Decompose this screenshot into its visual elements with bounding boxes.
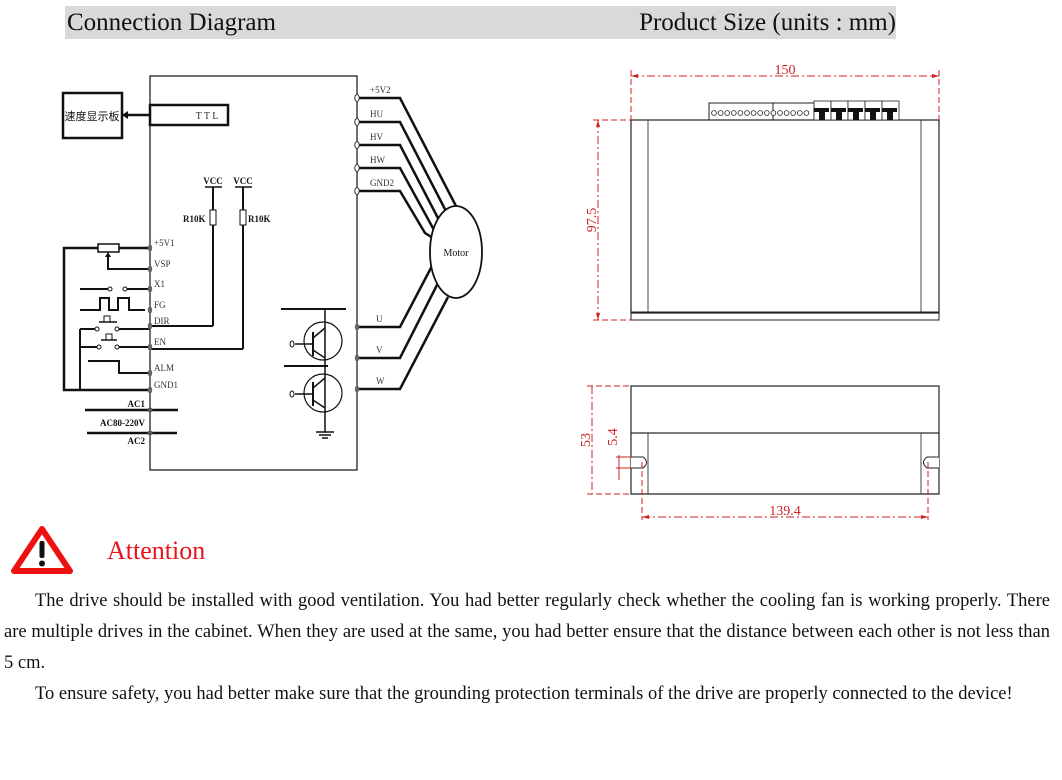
- r10k-label-1: R10K: [183, 214, 206, 224]
- ac2-label: AC2: [128, 436, 146, 446]
- terminal-label-hw: HW: [370, 155, 385, 165]
- vcc-label-1: VCC: [203, 176, 223, 186]
- terminal-label-dir: DIR: [154, 316, 170, 326]
- terminal-label-5v1: +5V1: [154, 238, 175, 248]
- potentiometer: [97, 243, 120, 253]
- terminal-dot: [147, 322, 153, 330]
- r10k-label-2: R10K: [248, 214, 271, 224]
- terminal-label-en: EN: [154, 337, 166, 347]
- terminal-label-u: U: [376, 314, 383, 324]
- product-size-title: Product Size (units : mm): [639, 9, 896, 36]
- motor-label: Motor: [444, 248, 470, 259]
- arrow-icon: [122, 111, 128, 119]
- connector-pin: [717, 110, 724, 116]
- grounding-paragraph: To ensure safety, you had better make su…: [35, 684, 1013, 704]
- ttl-box: [148, 103, 230, 127]
- ac1-label: AC1: [128, 399, 146, 409]
- terminal-block: [708, 100, 900, 121]
- terminal-label-gnd1: GND1: [154, 380, 178, 390]
- resistor-1: [209, 209, 217, 226]
- connector-pin: [750, 110, 757, 116]
- terminal-dot: [147, 265, 153, 273]
- connector-pin: [790, 110, 796, 116]
- connection-diagram: 速度显示板 T T L VCC VCC R10K R10K: [61, 75, 483, 471]
- motor-icon: [429, 205, 483, 299]
- terminal-label-v: V: [376, 345, 383, 355]
- resistor-2: [239, 209, 247, 226]
- warning-icon: [11, 526, 73, 574]
- connector-pin: [737, 110, 744, 116]
- ground-icon: [316, 431, 334, 439]
- connector-pin: [796, 110, 803, 116]
- terminal-dot: [147, 244, 153, 252]
- connector-pin: [744, 110, 750, 116]
- connector-pin: [724, 110, 730, 116]
- terminal-label-x1: X1: [154, 279, 165, 289]
- terminal-dot: [147, 369, 153, 377]
- connection-diagram-title: Connection Diagram: [67, 9, 276, 36]
- display-board-box: [61, 91, 124, 140]
- attention-title: Attention: [107, 536, 206, 565]
- terminal-dot: [147, 306, 153, 314]
- terminal-label-vsp: VSP: [154, 259, 171, 269]
- ttl-label: T T L: [196, 111, 219, 122]
- width-dim-label: 150: [775, 63, 796, 78]
- connector-pin: [770, 110, 777, 116]
- terminal-label-hu: HU: [370, 109, 383, 119]
- connector-pin: [783, 110, 790, 116]
- terminal-label-alm: ALM: [154, 363, 174, 373]
- ventilation-paragraph: The drive should be installed with good …: [4, 591, 1050, 673]
- connection-diagram-heading: Connection Diagram: [65, 6, 530, 39]
- top-view-body: [630, 119, 940, 314]
- terminal-dot: [354, 187, 360, 195]
- transistor-1: [303, 321, 343, 361]
- connector-pin: [757, 110, 763, 116]
- connector-pin: [803, 110, 810, 116]
- ac-range-label: AC80-220V: [100, 418, 145, 428]
- product-size-heading: Product Size (units : mm): [530, 6, 896, 39]
- terminal-dot: [354, 385, 360, 393]
- terminal-dot: [147, 343, 153, 351]
- terminal-dot: [354, 94, 360, 102]
- terminal-label-gnd2: GND2: [370, 178, 394, 188]
- terminal-dot: [354, 164, 360, 172]
- terminal-dot: [354, 354, 360, 362]
- terminal-dot: [147, 386, 153, 394]
- connector-pin: [730, 110, 737, 116]
- terminal-dot: [354, 141, 360, 149]
- product-size-drawing: 150 97.5 53 5.4 139.4: [579, 63, 940, 520]
- driver-box: [149, 75, 358, 471]
- terminal-label-w: W: [376, 376, 385, 386]
- connector-pin: [711, 110, 717, 116]
- terminal-label-fg: FG: [154, 300, 166, 310]
- terminal-label-5v2: +5V2: [370, 85, 391, 95]
- terminal-label-hv: HV: [370, 132, 383, 142]
- diagrams: 速度显示板 T T L VCC VCC R10K R10K: [61, 63, 940, 520]
- depth-dim-label: 53: [579, 433, 594, 447]
- connector-pin: [777, 110, 783, 116]
- side-view-top: [630, 385, 940, 434]
- terminal-dot: [354, 323, 360, 331]
- display-board-label: 速度显示板: [65, 109, 120, 123]
- terminal-dot: [354, 118, 360, 126]
- mount-spacing-dim-label: 139.4: [769, 504, 801, 519]
- vcc-label-2: VCC: [233, 176, 253, 186]
- transistor-2: [303, 373, 343, 413]
- height-dim-label: 97.5: [585, 208, 600, 233]
- slot-dim-label: 5.4: [606, 428, 621, 446]
- connector-pin: [763, 110, 770, 116]
- terminal-dot: [147, 285, 153, 293]
